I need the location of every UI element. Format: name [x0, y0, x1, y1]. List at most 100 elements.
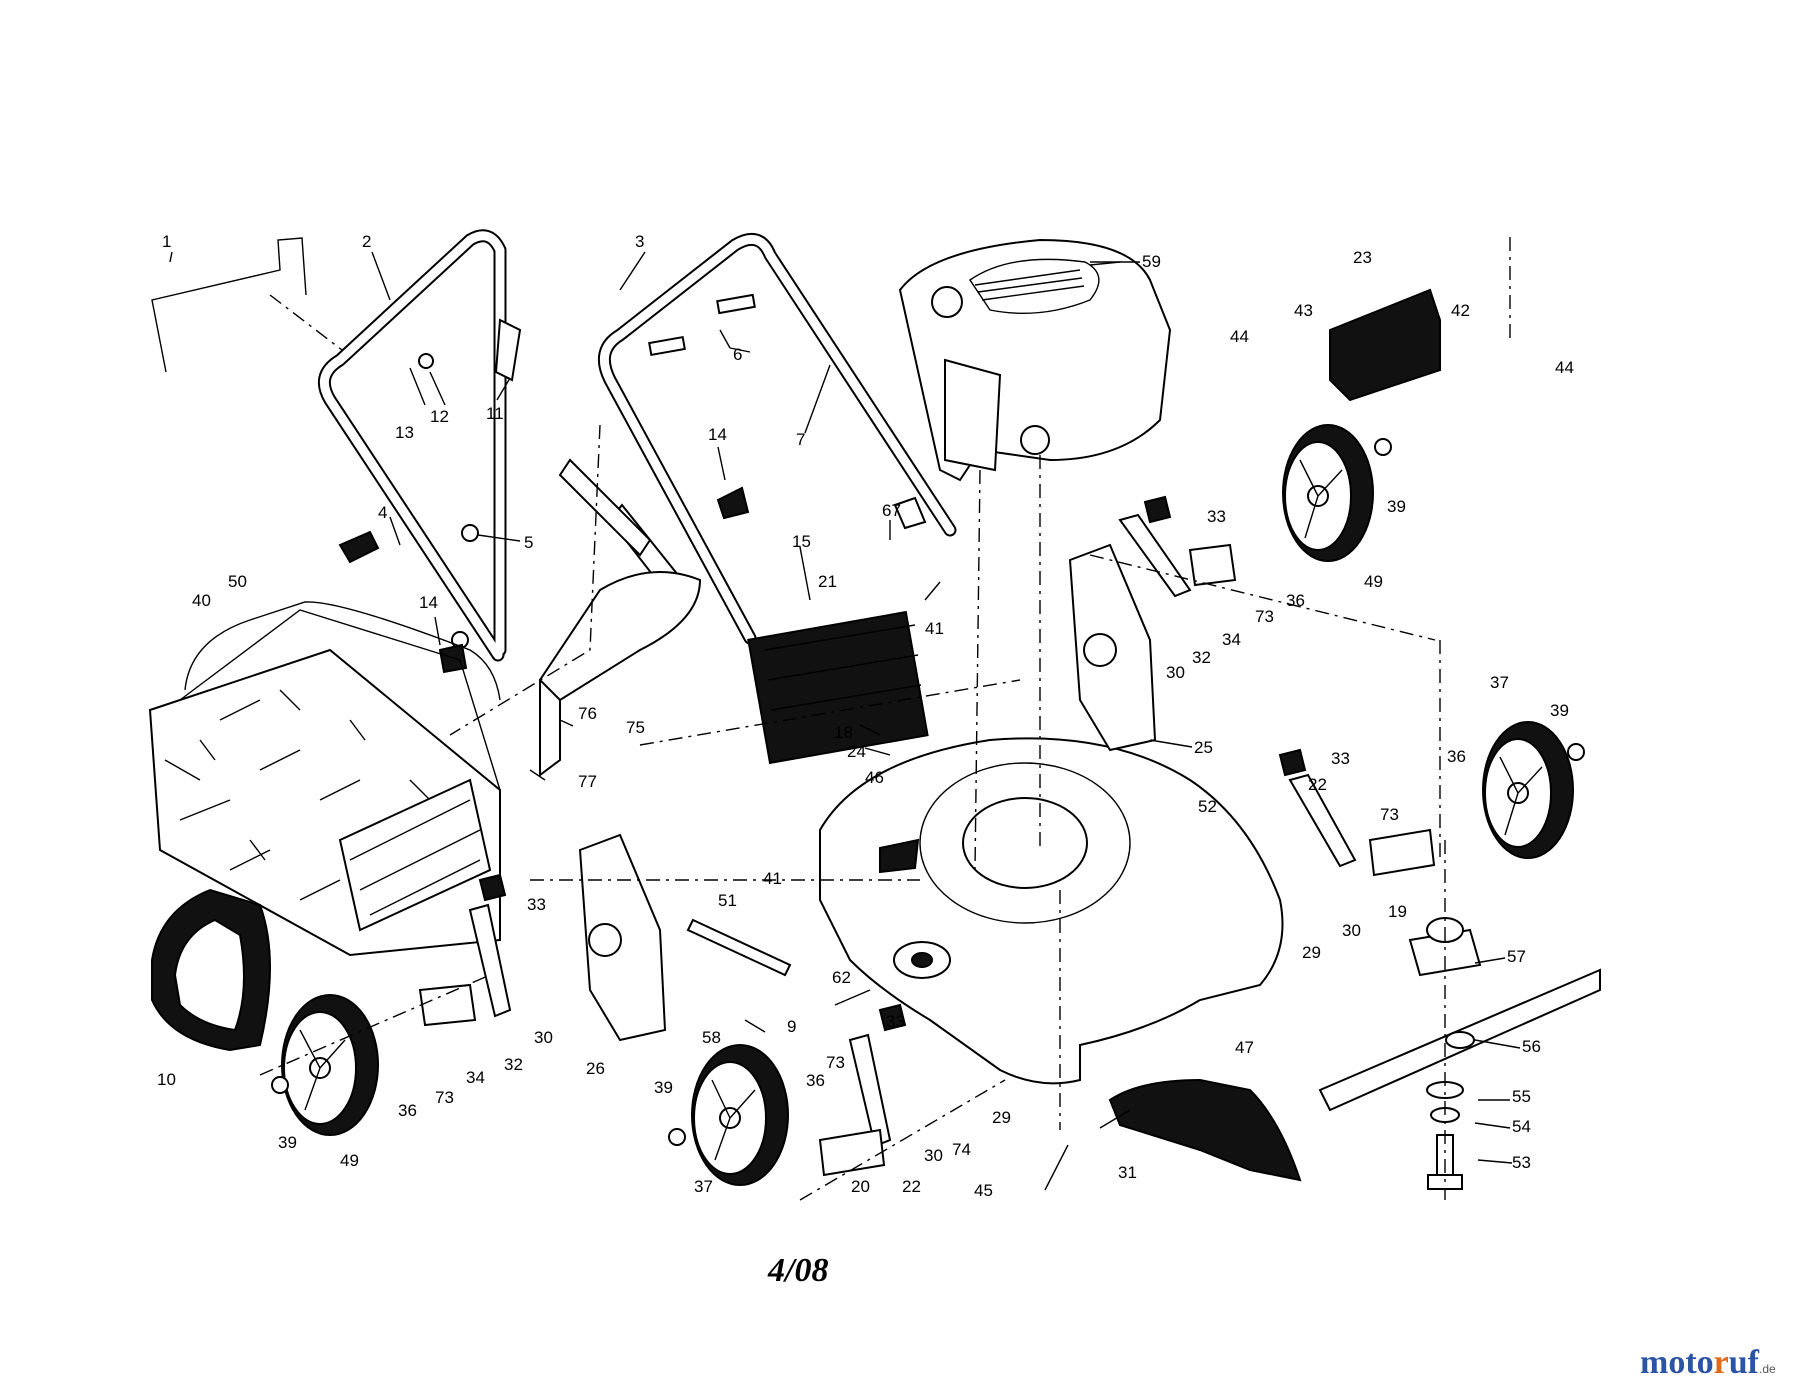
- height-adjuster-left-rear: [418, 873, 512, 1027]
- leader-lines: [169, 251, 1521, 1191]
- callout-39a: 39: [1387, 497, 1406, 516]
- callout-33b: 33: [1331, 749, 1350, 768]
- date-code: 4/08: [768, 1252, 829, 1289]
- callout-26: 26: [586, 1059, 605, 1078]
- callout-29a: 29: [1302, 943, 1321, 962]
- callout-39b: 39: [1550, 701, 1569, 720]
- callout-2: 2: [362, 232, 371, 251]
- callout-73d: 73: [826, 1053, 845, 1072]
- callout-32a: 32: [1192, 648, 1211, 667]
- callout-44a: 44: [1230, 327, 1249, 346]
- callout-49a: 49: [1364, 572, 1383, 591]
- callout-47: 47: [1235, 1038, 1254, 1057]
- callout-1: 1: [162, 232, 171, 251]
- callout-73a: 73: [1255, 607, 1274, 626]
- callout-75: 75: [626, 718, 645, 737]
- rear-discharge-door: [151, 888, 271, 1052]
- deflector-31: [1108, 1078, 1302, 1182]
- callout-5: 5: [524, 533, 533, 552]
- callout-53: 53: [1512, 1153, 1531, 1172]
- callout-62: 62: [832, 968, 851, 987]
- watermark-tld: .de: [1758, 1362, 1776, 1376]
- callout-58: 58: [702, 1028, 721, 1047]
- axle-rod-51: [686, 918, 792, 977]
- callout-57: 57: [1507, 947, 1526, 966]
- callout-34b: 34: [466, 1068, 485, 1087]
- callout-77: 77: [578, 772, 597, 791]
- engine: [898, 238, 1172, 482]
- callout-36a: 36: [1286, 591, 1305, 610]
- engine-shroud-23: [1329, 288, 1441, 402]
- control-rod: [151, 237, 307, 373]
- callout-4: 4: [378, 503, 387, 522]
- callout-3: 3: [635, 232, 644, 251]
- watermark-part-c: uf: [1728, 1344, 1759, 1381]
- callout-56: 56: [1522, 1037, 1541, 1056]
- callout-30c: 30: [534, 1028, 553, 1047]
- callout-15: 15: [792, 532, 811, 551]
- callout-51: 51: [718, 891, 737, 910]
- wheel-front-right: [1482, 721, 1574, 859]
- wheel-rear-right: [1282, 424, 1374, 562]
- mower-deck: [819, 737, 1284, 1085]
- callout-33d: 33: [886, 1012, 905, 1031]
- callout-22b: 22: [902, 1177, 921, 1196]
- callout-37a: 37: [1490, 673, 1509, 692]
- callout-30a: 30: [1166, 663, 1185, 682]
- watermark-logo: motoruf.de: [1640, 1344, 1776, 1382]
- callout-73b: 73: [1380, 805, 1399, 824]
- callout-20: 20: [851, 1177, 870, 1196]
- callout-33a: 33: [1207, 507, 1226, 526]
- upper-handle-left: [317, 229, 507, 662]
- side-plate-left: [578, 833, 667, 1042]
- callout-49b: 49: [340, 1151, 359, 1170]
- callout-10: 10: [157, 1070, 176, 1089]
- callout-14b: 14: [419, 593, 438, 612]
- callout-32b: 32: [504, 1055, 523, 1074]
- handle-hardware: [338, 293, 927, 674]
- callout-18: 18: [834, 723, 853, 742]
- assembly-guide-lines: [259, 237, 1511, 1201]
- callout-76: 76: [578, 704, 597, 723]
- callout-34a: 34: [1222, 630, 1241, 649]
- callout-54: 54: [1512, 1117, 1531, 1136]
- callout-50: 50: [228, 572, 247, 591]
- height-adjuster-right-rear: [1118, 495, 1237, 598]
- height-adjuster-left-front: [818, 1003, 907, 1177]
- callout-67: 67: [882, 501, 901, 520]
- callout-74: 74: [952, 1140, 971, 1159]
- side-plate-right: [1068, 543, 1157, 752]
- callout-36b: 36: [1447, 747, 1466, 766]
- wheel-front-left: [691, 1044, 789, 1186]
- callout-36c: 36: [398, 1101, 417, 1120]
- callout-6: 6: [733, 345, 742, 364]
- rear-flap: [747, 610, 929, 765]
- callout-52: 52: [1198, 797, 1217, 816]
- callout-7: 7: [796, 430, 805, 449]
- callout-labels: 1 2 3 4 5 6 7 9 10 11 12 13 14 14 15 18 …: [157, 232, 1574, 1200]
- callout-42: 42: [1451, 301, 1470, 320]
- callout-33c: 33: [527, 895, 546, 914]
- wheel-rear-left: [281, 994, 379, 1136]
- callout-36d: 36: [806, 1071, 825, 1090]
- watermark-part-b: r: [1713, 1344, 1729, 1381]
- callout-9: 9: [787, 1017, 796, 1036]
- callout-30b: 30: [1342, 921, 1361, 940]
- height-adjuster-right-front: [1278, 748, 1436, 877]
- upper-handle-right: [597, 232, 957, 645]
- callout-31: 31: [1118, 1163, 1137, 1182]
- callout-12: 12: [430, 407, 449, 426]
- callout-46: 46: [865, 768, 884, 787]
- callout-37b: 37: [694, 1177, 713, 1196]
- callout-21: 21: [818, 572, 837, 591]
- callout-44b: 44: [1555, 358, 1574, 377]
- callout-30d: 30: [924, 1146, 943, 1165]
- callout-23: 23: [1353, 248, 1372, 267]
- callout-73c: 73: [435, 1088, 454, 1107]
- mulch-plug: [538, 571, 702, 777]
- callout-13: 13: [395, 423, 414, 442]
- blade-56: [1318, 968, 1601, 1112]
- callout-24: 24: [847, 742, 866, 761]
